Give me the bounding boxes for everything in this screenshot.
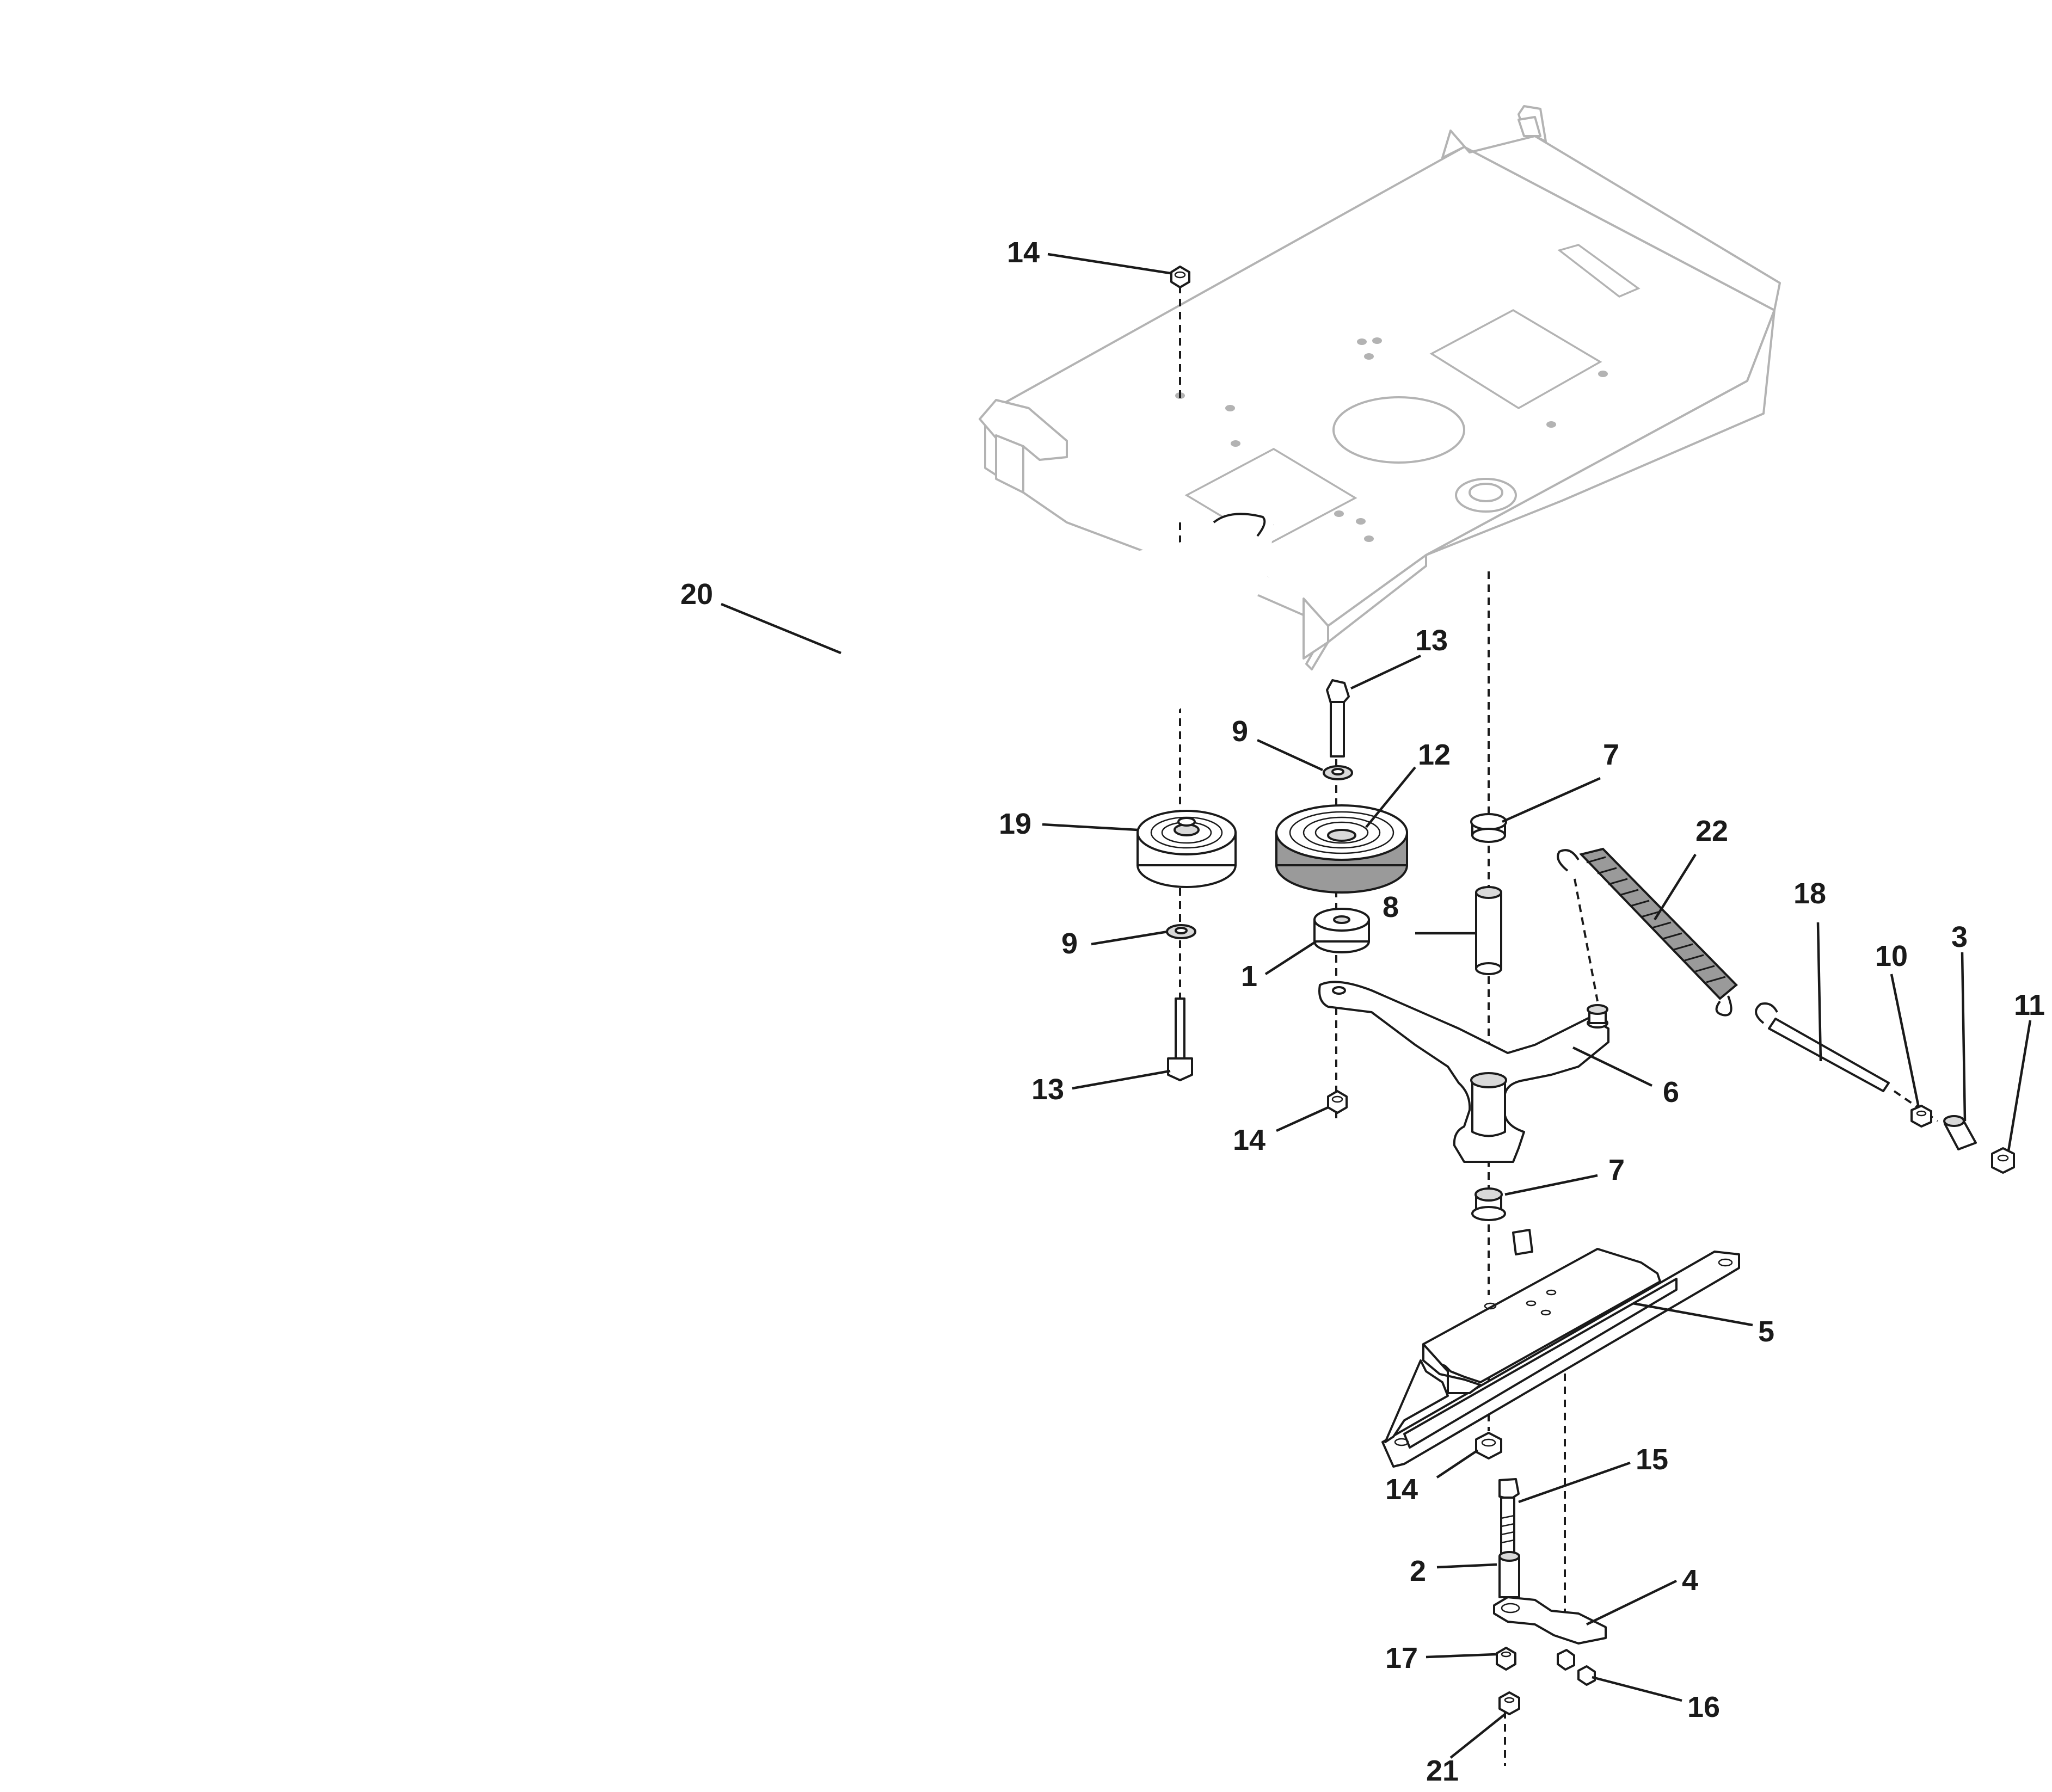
callout-13-top: 13 <box>1415 624 1448 657</box>
idler-pulley-left <box>1136 810 1237 888</box>
flange-nut-mid <box>1327 1090 1348 1114</box>
mower-deck-frame <box>979 105 1781 670</box>
callout-3: 3 <box>1951 921 1968 953</box>
callout-8: 8 <box>1383 891 1399 923</box>
callout-21: 21 <box>1426 1754 1459 1787</box>
callout-14-top: 14 <box>1007 236 1040 269</box>
tension-spring <box>1557 847 1738 1017</box>
screws-16 <box>1557 1649 1596 1686</box>
bushing-bottom <box>1471 1187 1506 1221</box>
callout-18: 18 <box>1793 877 1826 910</box>
callout-15: 15 <box>1636 1443 1668 1476</box>
spacer <box>1313 908 1370 953</box>
washer-upper <box>1323 765 1353 780</box>
bolt-lower <box>1167 997 1193 1081</box>
bracket-plate <box>1493 1596 1607 1645</box>
callout-14-bottom: 14 <box>1385 1473 1418 1506</box>
callout-14-mid: 14 <box>1233 1124 1265 1156</box>
callout-12: 12 <box>1418 738 1451 771</box>
callout-16: 16 <box>1687 1691 1720 1723</box>
nut-17 <box>1496 1647 1516 1671</box>
mounting-bracket <box>1381 1229 1740 1468</box>
callout-22: 22 <box>1695 815 1728 847</box>
bolt-15 <box>1498 1478 1520 1559</box>
bolt-upper <box>1326 679 1350 758</box>
callout-4: 4 <box>1682 1564 1698 1597</box>
drive-belt <box>811 513 1274 758</box>
callout-13-bottom: 13 <box>1031 1073 1064 1106</box>
callout-9-bottom: 9 <box>1061 927 1078 960</box>
callout-2: 2 <box>1410 1555 1426 1587</box>
bushing-top <box>1470 813 1507 843</box>
flange-nut-bottom <box>1475 1432 1502 1460</box>
callout-9-top: 9 <box>1232 715 1248 748</box>
callout-20: 20 <box>680 578 713 611</box>
callout-10: 10 <box>1875 940 1908 972</box>
spacer-2 <box>1498 1551 1520 1598</box>
callout-1: 1 <box>1241 960 1257 993</box>
callout-19: 19 <box>999 808 1031 840</box>
nut-21 <box>1498 1691 1520 1715</box>
nut-10 <box>1910 1105 1932 1128</box>
callout-7-bottom: 7 <box>1608 1154 1625 1186</box>
washer-lower <box>1166 924 1196 939</box>
idler-arm <box>1318 981 1609 1163</box>
nut-11 <box>1991 1147 2015 1174</box>
adjustment-rod <box>1755 1002 1890 1092</box>
leader-lines <box>721 253 2032 1759</box>
pivot-tube <box>1475 886 1502 975</box>
spacer-3 <box>1943 1115 1977 1150</box>
callout-6: 6 <box>1663 1076 1679 1109</box>
callout-7-top: 7 <box>1603 738 1619 771</box>
callout-labels: 14 20 13 9 12 7 22 19 8 18 10 3 11 9 1 6… <box>680 236 2045 1787</box>
flange-nut-top <box>1170 266 1190 288</box>
callout-5: 5 <box>1758 1315 1774 1348</box>
callout-11: 11 <box>2014 989 2045 1021</box>
idler-pulley-center <box>1275 804 1408 894</box>
callout-17: 17 <box>1385 1642 1418 1674</box>
